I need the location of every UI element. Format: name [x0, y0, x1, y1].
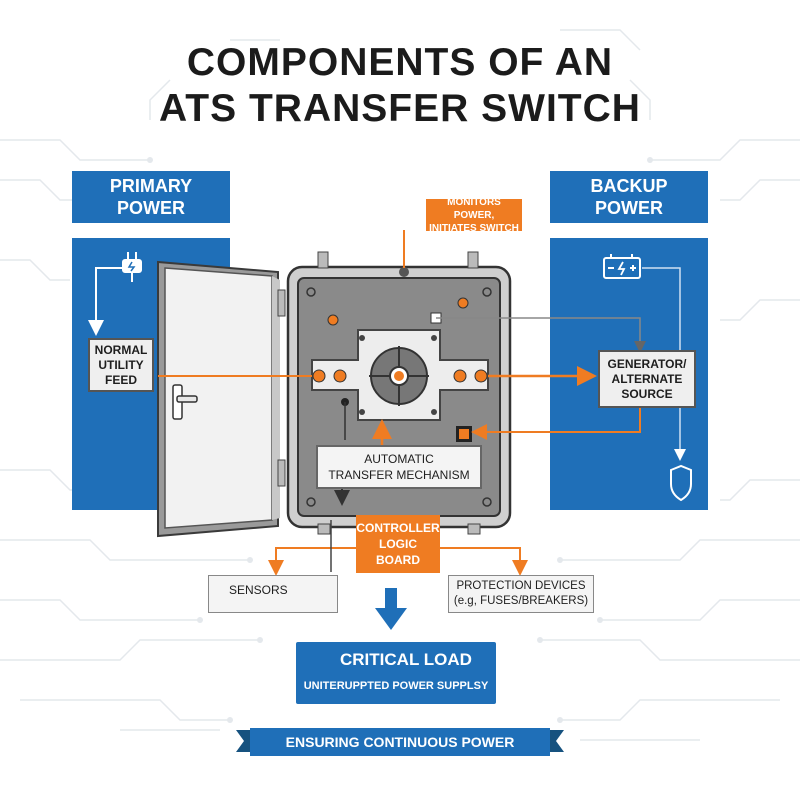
feed-line-3: FEED — [104, 372, 137, 387]
controller-logic-board: CONTROLLER LOGIC BOARD — [356, 515, 440, 573]
protection-line-1: PROTECTION DEVICES — [456, 580, 586, 592]
generator-line-3: SOURCE — [621, 386, 673, 401]
monitors-callout: MONITORS POWER, INITIATES SWITCH — [426, 196, 522, 234]
generator-source-box: GENERATOR/ ALTERNATE SOURCE — [598, 350, 696, 408]
backup-power-header: BACKUP POWER — [550, 171, 708, 223]
normal-utility-feed-box: NORMAL UTILITY FEED — [88, 338, 154, 392]
sensors-box: SENSORS — [208, 575, 338, 613]
mechanism-line-1: AUTOMATIC — [364, 452, 434, 466]
shield-icon — [670, 464, 692, 502]
plug-icon — [122, 252, 142, 282]
generator-line-2: ALTERNATE — [611, 371, 683, 386]
backup-power-line-1: BACKUP — [590, 176, 668, 196]
sensors-label: SENSORS — [229, 582, 288, 597]
mechanism-line-2: TRANSFER MECHANISM — [328, 468, 470, 482]
transfer-mechanism-box: AUTOMATIC TRANSFER MECHANISM — [316, 445, 482, 489]
controller-line-3: BOARD — [376, 553, 420, 567]
callout-line-2: INITIATES SWITCH — [429, 222, 519, 234]
feed-line-2: UTILITY — [98, 357, 144, 372]
title-line-2: ATS TRANSFER SWITCH — [159, 87, 641, 130]
critical-load-subtitle: UNITERUPPTED POWER SUPPLSY — [303, 680, 489, 692]
footer-banner: ENSURING CONTINUOUS POWER — [285, 734, 515, 750]
title-line-1: COMPONENTS OF AN — [186, 41, 614, 84]
door-handle-icon — [172, 384, 198, 420]
primary-power-line-1: PRIMARY — [109, 176, 193, 196]
primary-power-header: PRIMARY POWER — [72, 171, 230, 223]
protection-devices-box: PROTECTION DEVICES (e.g, FUSES/BREAKERS) — [448, 575, 594, 613]
protection-line-2: (e.g, FUSES/BREAKERS) — [453, 595, 589, 607]
generator-line-1: GENERATOR/ — [607, 356, 687, 371]
critical-load-box — [296, 642, 496, 704]
controller-line-1: CONTROLLER — [356, 521, 440, 535]
callout-line-1: MONITORS POWER, — [447, 196, 501, 221]
feed-line-1: NORMAL — [94, 342, 148, 357]
controller-line-2: LOGIC — [379, 537, 417, 551]
primary-power-line-2: POWER — [116, 198, 185, 218]
battery-icon — [603, 254, 641, 279]
backup-power-line-2: POWER — [594, 198, 663, 218]
critical-load-title: CRITICAL LOAD — [340, 650, 472, 669]
page-title: COMPONENTS OF AN ATS TRANSFER SWITCH — [0, 40, 800, 132]
